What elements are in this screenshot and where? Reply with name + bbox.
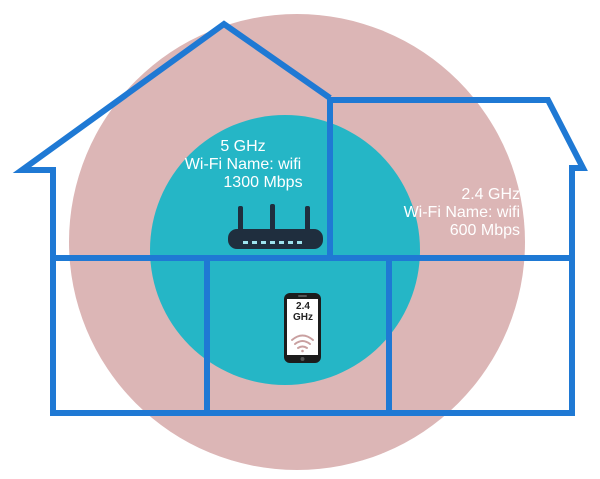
house-outline: [12, 20, 588, 416]
band-5ghz-speed: 1300 Mbps: [223, 174, 303, 191]
band-24ghz-name: 2.4 GHz: [461, 186, 520, 203]
band-5ghz-label: 5 GHz Wi-Fi Name: wifi 1300 Mbps: [168, 138, 318, 192]
band-24ghz-ssid: Wi-Fi Name: wifi: [403, 204, 520, 221]
band-5ghz-ssid: Wi-Fi Name: wifi: [184, 156, 302, 173]
band-24ghz-label: 2.4 GHz Wi-Fi Name: wifi 600 Mbps: [370, 186, 520, 240]
band-5ghz-name: 5 GHz: [220, 138, 266, 155]
band-24ghz-speed: 600 Mbps: [449, 222, 520, 239]
coverage-5ghz-circle: [150, 115, 420, 385]
phone-band-line1: 2.4: [296, 301, 310, 312]
left-roof: [12, 20, 332, 415]
router-icon: [228, 204, 323, 249]
wifi-signal-icon: [291, 334, 314, 353]
right-roof: [327, 97, 588, 410]
phone-band-label: 2.4 GHz: [286, 301, 320, 323]
phone-band-line2: GHz: [293, 312, 313, 323]
